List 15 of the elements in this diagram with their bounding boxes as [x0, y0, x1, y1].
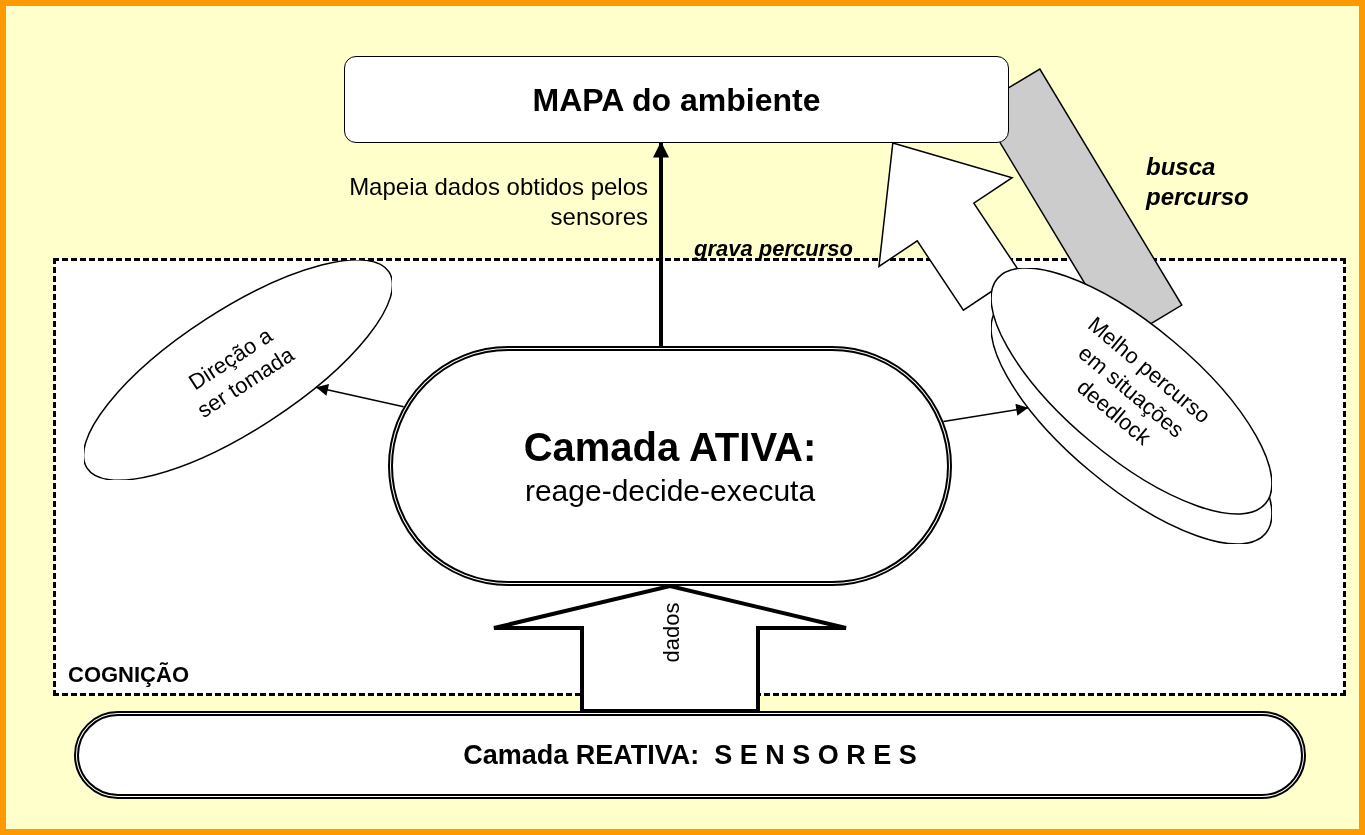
arrow	[942, 403, 1029, 423]
ellipse-shape	[991, 268, 1272, 544]
arrow	[315, 384, 405, 408]
edge-label: busca percurso	[1146, 152, 1250, 212]
node-text: reage-decide-executa	[524, 473, 816, 510]
rounded-box	[344, 56, 1009, 143]
node-text: Camada ATIVA:	[523, 424, 817, 472]
region-title: COGNIÇÃO	[68, 661, 189, 689]
block-arrow	[492, 583, 848, 713]
arrow	[653, 141, 669, 346]
edge-label: Mapeia dados obtidos pelos sensores	[348, 172, 648, 232]
node-text: Camada REATIVA: S E N S O R E S	[463, 738, 917, 772]
node-text: MAPA do ambiente	[532, 80, 821, 120]
edge-label: grava percurso	[694, 235, 853, 263]
edge-label: dados	[658, 602, 686, 663]
